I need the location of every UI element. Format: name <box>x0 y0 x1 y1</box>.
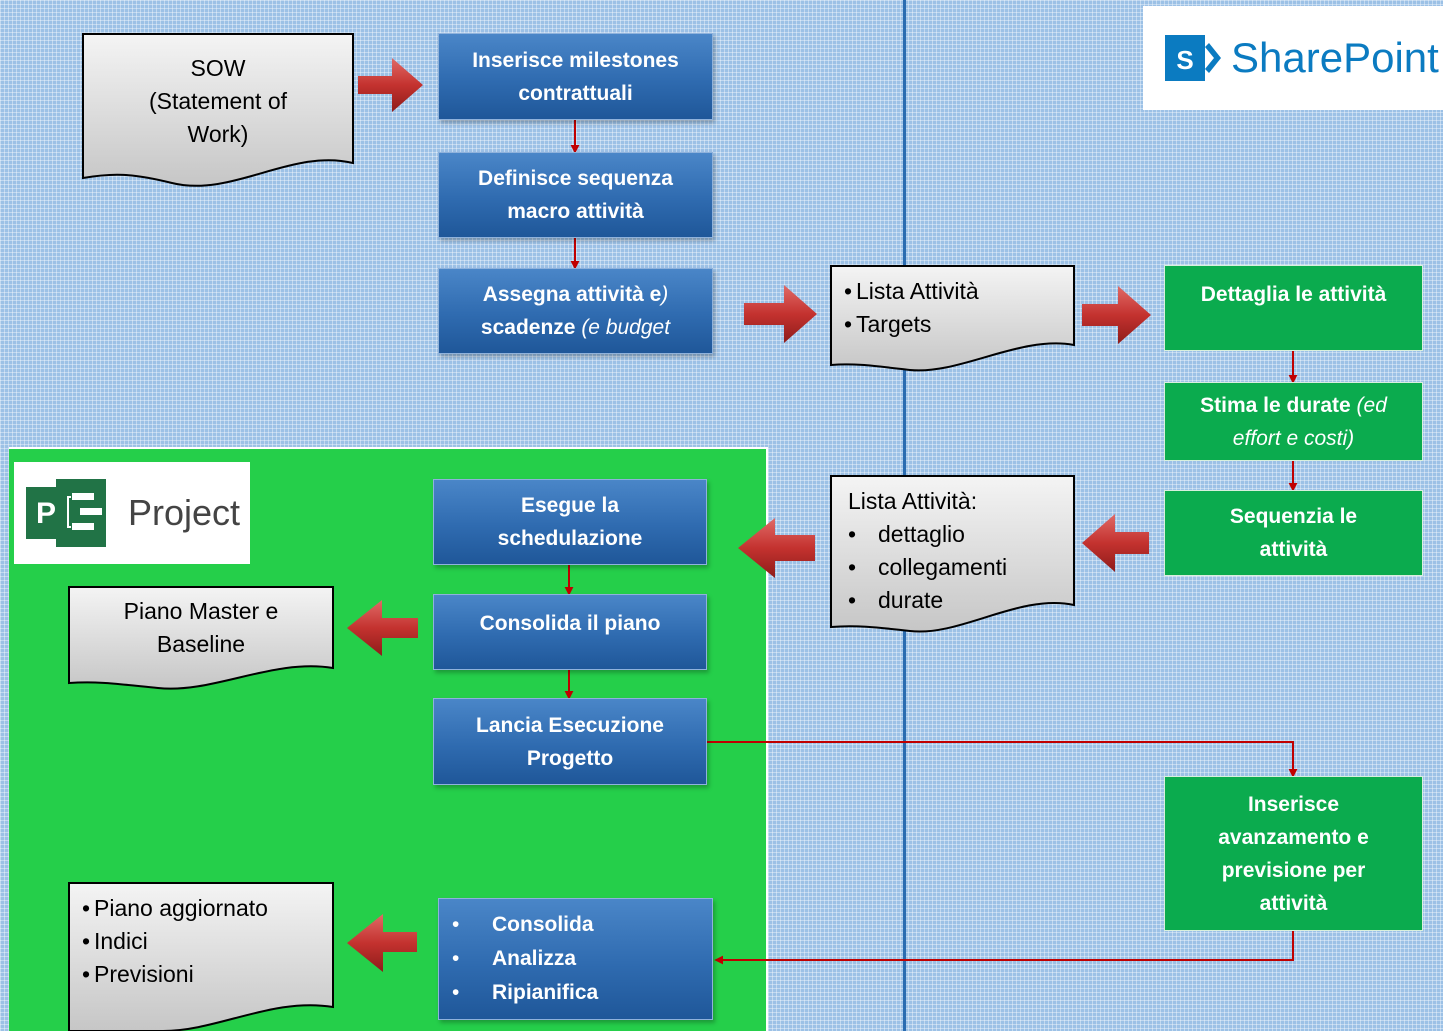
arrow-assign-list <box>744 285 817 343</box>
sharepoint-logo: S SharePoint <box>1143 6 1443 110</box>
box-detail-activities: Dettaglia le attività <box>1164 265 1423 351</box>
doc-updated-item: Indici <box>94 928 148 954</box>
box-launch-execution: Lancia Esecuzione Progetto <box>433 698 707 785</box>
box-assign-activities: Assegna attività e) scadenze (e budget <box>438 268 713 354</box>
doc-detail-item: collegamenti <box>878 554 1008 580</box>
doc-list-item: Targets <box>856 311 932 337</box>
doc-updated-item: Piano aggiornato <box>94 895 268 921</box>
analyze-list: •Consolida •Analizza •Ripianifica <box>452 908 598 1010</box>
sharepoint-s-icon: S <box>1165 35 1221 81</box>
doc-master-line: Baseline <box>156 631 246 657</box>
arrow-list-schedule <box>738 518 815 578</box>
arrow-sequence-list <box>1082 514 1149 572</box>
project-p-icon: P <box>26 479 106 547</box>
doc-updated-plan: •Piano aggiornato •Indici •Previsioni <box>68 882 334 1031</box>
box-consolidate-plan: Consolida il piano <box>433 594 707 670</box>
doc-updated-item: Previsioni <box>94 961 194 987</box>
doc-sow: SOW (Statement of Work) <box>82 33 354 187</box>
box-insert-milestones: Inserisce milestones contrattuali <box>438 33 713 120</box>
doc-sow-shape <box>82 33 354 187</box>
arrow-analyze-updated <box>347 914 417 972</box>
doc-sow-line: (Statement of <box>148 88 288 114</box>
doc-sow-line: Work) <box>187 121 249 147</box>
sharepoint-s-letter: S <box>1176 45 1193 75</box>
doc-detail-item: durate <box>878 587 944 613</box>
doc-activity-list: •Lista Attività •Targets <box>830 265 1075 380</box>
arrow-consolidate-master <box>347 600 418 656</box>
sharepoint-name: SharePoint <box>1231 34 1439 81</box>
doc-detail-title: Lista Attività: <box>848 488 978 514</box>
box-define-sequence: Definisce sequenza macro attività <box>438 152 713 238</box>
analyze-item: Analizza <box>492 947 577 970</box>
doc-sow-line: SOW <box>190 55 246 81</box>
project-name: Project <box>128 492 241 533</box>
box-consolidate-analyze <box>438 898 713 1020</box>
doc-list-item: Lista Attività <box>856 278 979 304</box>
box-run-scheduling: Esegue la schedulazione <box>433 479 707 565</box>
doc-activity-detail: Lista Attività: •dettaglio •collegamenti… <box>830 475 1075 640</box>
doc-master-line: Piano Master e <box>123 598 279 624</box>
doc-master-plan: Piano Master e Baseline <box>68 586 334 691</box>
project-p-letter: P <box>36 497 56 530</box>
box-estimate-durations: Stima le durate (ed effort e costi) <box>1164 382 1423 461</box>
project-logo: P Project <box>14 462 250 564</box>
arrow-sow-milestones <box>358 58 423 112</box>
box-insert-progress: Inserisce avanzamento e previsione per a… <box>1164 776 1423 931</box>
box-sequence-activities: Sequenzia le attività <box>1164 490 1423 576</box>
doc-detail-item: dettaglio <box>878 521 965 547</box>
analyze-item: Consolida <box>492 913 594 936</box>
analyze-item: Ripianifica <box>492 981 599 1004</box>
arrow-list-detail <box>1082 286 1151 344</box>
